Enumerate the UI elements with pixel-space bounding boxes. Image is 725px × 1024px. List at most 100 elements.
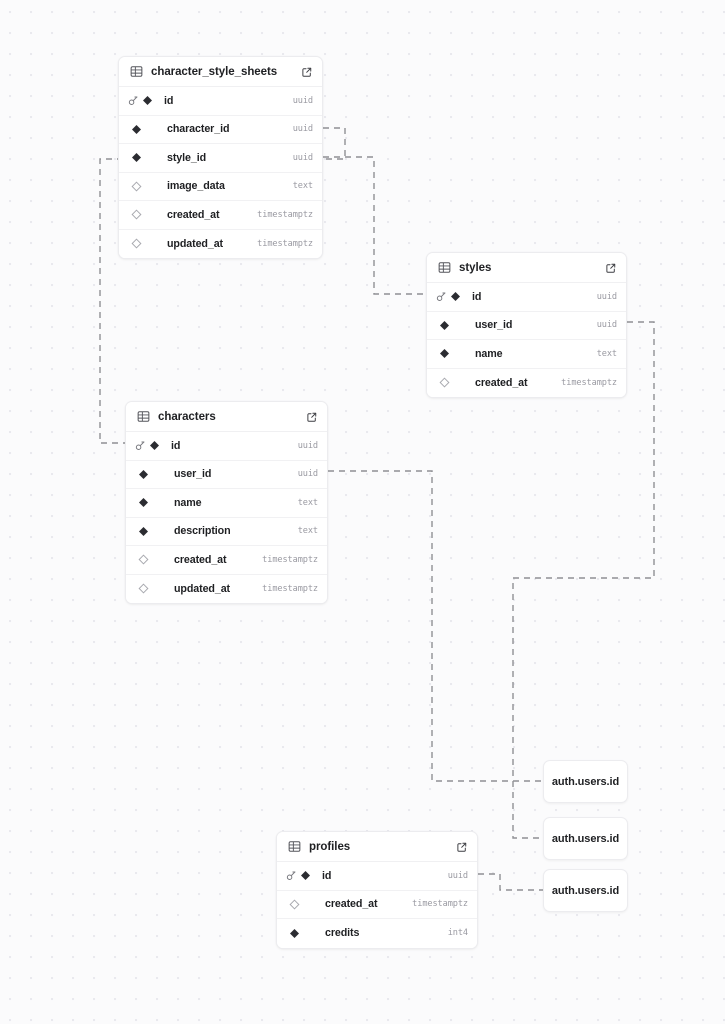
external-link-icon[interactable] [605,262,617,274]
table-title: profiles [309,840,351,853]
required-column-icon [440,349,449,359]
nullable-column-icon [439,377,450,388]
column-type: uuid [292,124,313,135]
column-type: timestamptz [561,377,617,388]
column-markers [286,899,325,910]
required-column-icon [150,441,159,451]
column-markers [286,928,325,939]
primary-key-icon [128,96,138,106]
column-name: updated_at [174,582,231,595]
column-name: credits [325,927,360,940]
external-link-icon[interactable] [306,411,318,423]
column-type: text [297,497,318,508]
column-type: uuid [447,870,468,881]
column-name: id [171,439,181,452]
required-column-icon [139,498,148,508]
column-type: uuid [596,320,617,331]
column-markers [135,526,174,537]
column-type: timestamptz [262,554,318,565]
primary-key-icon [135,441,145,451]
column-name: description [174,525,231,538]
column-type: text [292,181,313,192]
table-header-characters[interactable]: characters [126,402,327,432]
primary-key-icon [286,871,296,881]
table-column-row[interactable]: name text [126,489,327,518]
required-column-icon [139,526,148,536]
table-column-row[interactable]: updated_at timestamptz [126,574,327,603]
table-column-row[interactable]: character_id uuid [119,115,322,144]
external-link-icon[interactable] [301,66,313,78]
column-markers [135,469,174,480]
reference-chip-auth-users-id-2[interactable]: auth.users.id [543,817,628,860]
column-markers [436,320,475,331]
column-name: user_id [174,468,212,481]
column-markers [128,124,167,135]
column-markers [128,209,167,220]
nullable-column-icon [138,583,149,594]
column-markers [436,291,472,302]
column-name: style_id [167,151,207,164]
column-name: id [164,94,174,107]
column-markers [135,554,174,565]
column-type: uuid [297,440,318,451]
column-name: character_id [167,123,230,136]
column-type: uuid [596,291,617,302]
required-column-icon [132,153,141,163]
column-name: name [174,496,202,509]
table-title: styles [459,261,492,274]
column-name: created_at [167,208,220,221]
column-type: uuid [292,152,313,163]
reference-chip-label: auth.users.id [551,832,620,845]
table-header-styles[interactable]: styles [427,253,626,283]
required-column-icon [451,292,460,302]
table-icon [438,262,451,273]
nullable-column-icon [131,238,142,249]
column-markers [128,95,164,106]
table-title: characters [158,410,216,423]
table-column-row[interactable]: style_id uuid [119,144,322,173]
nullable-column-icon [138,554,149,565]
column-type: timestamptz [257,238,313,249]
column-type: text [596,348,617,359]
table-node-characters[interactable]: characters id uuid user_id uuid name text descr… [125,401,328,604]
reference-chip-auth-users-id-3[interactable]: auth.users.id [543,869,628,912]
table-header-character_style_sheets[interactable]: character_style_sheets [119,57,322,87]
reference-chip-label: auth.users.id [551,775,620,788]
column-markers [436,377,475,388]
table-column-row[interactable]: updated_at timestamptz [119,229,322,258]
primary-key-icon [436,292,446,302]
column-markers [436,348,475,359]
external-link-icon[interactable] [456,841,468,853]
column-type: uuid [297,469,318,480]
table-header-profiles[interactable]: profiles [277,832,477,862]
required-column-icon [290,928,299,938]
table-title: character_style_sheets [151,65,278,78]
table-column-row[interactable]: user_id uuid [126,460,327,489]
column-name: updated_at [167,237,224,250]
table-icon [288,841,301,852]
table-column-row[interactable]: id uuid [126,432,327,461]
column-type: timestamptz [412,899,468,910]
column-markers [128,152,167,163]
reference-chip-auth-users-id-1[interactable]: auth.users.id [543,760,628,803]
required-column-icon [139,469,148,479]
table-icon [137,411,150,422]
nullable-column-icon [289,899,300,910]
column-type: timestamptz [262,583,318,594]
nullable-column-icon [131,209,142,220]
